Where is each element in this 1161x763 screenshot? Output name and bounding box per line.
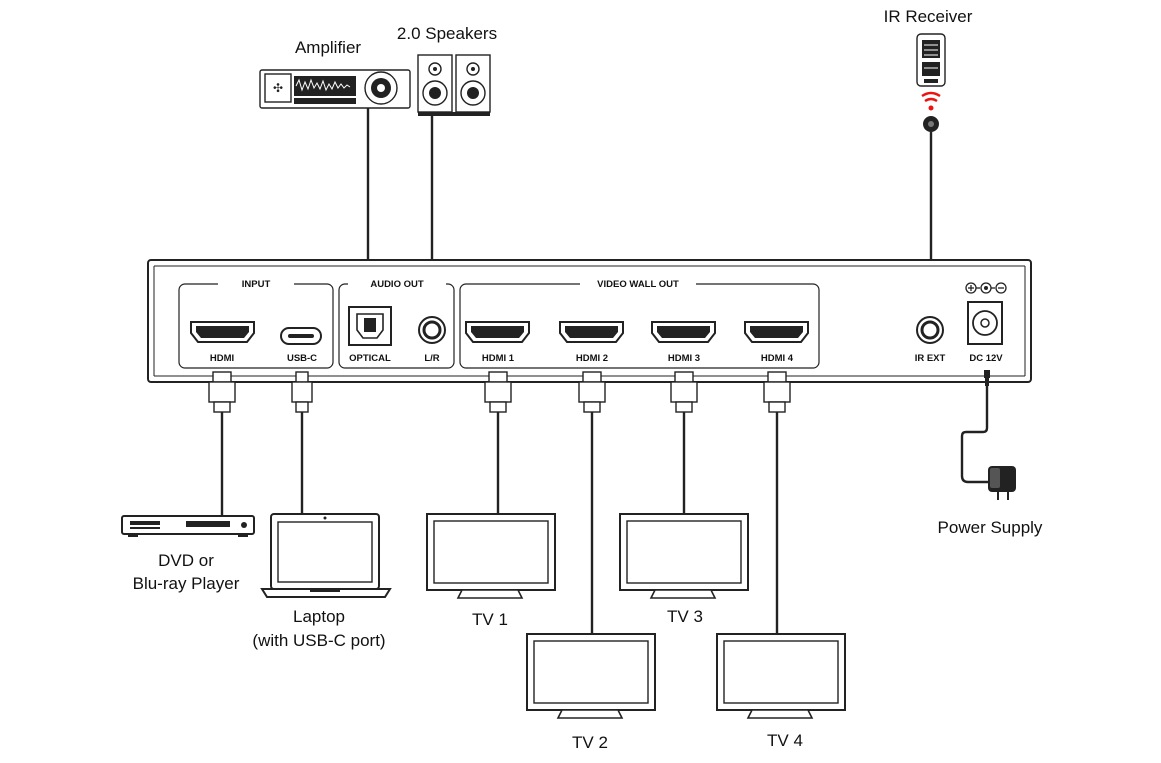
amplifier-icon: ✣ <box>259 69 411 109</box>
speakers-label: 2.0 Speakers <box>397 24 497 43</box>
dvd-label-line2: Blu-ray Player <box>133 574 240 593</box>
laptop-icon <box>260 513 392 598</box>
ir-ext-port-icon[interactable] <box>916 316 944 344</box>
audio-out-group-box <box>338 283 455 369</box>
usbc-port-icon[interactable] <box>280 327 322 345</box>
audio-out-group-label: AUDIO OUT <box>370 279 424 290</box>
hdmi3-port-icon[interactable] <box>651 321 716 343</box>
tv2-label: TV 2 <box>572 733 608 752</box>
input-group-box <box>178 283 334 369</box>
amplifier-label: Amplifier <box>295 38 361 57</box>
input-group-label: INPUT <box>242 279 271 290</box>
hdmi3-cable <box>670 371 698 514</box>
optical-port-label: OPTICAL <box>349 353 391 364</box>
usbc-input-cable <box>291 371 313 516</box>
hdmi-input-label: HDMI <box>210 353 234 364</box>
lr-port-label: L/R <box>424 353 439 364</box>
laptop-label-line2: (with USB-C port) <box>252 631 385 650</box>
tv1-label: TV 1 <box>472 610 508 629</box>
dvd-player-icon <box>121 515 255 537</box>
laptop-label-line1: Laptop <box>293 607 345 626</box>
dc-label: DC 12V <box>969 353 1003 364</box>
hdmi2-cable <box>578 371 606 634</box>
dvd-label-line1: DVD or <box>158 551 214 570</box>
ir-remote-icon <box>916 33 946 132</box>
power-adapter-icon <box>988 466 1016 500</box>
svg-text:✣: ✣ <box>273 81 283 95</box>
hdmi-input-cable <box>208 371 236 516</box>
hdmi2-label: HDMI 2 <box>576 353 608 364</box>
dc-power-port-icon[interactable] <box>967 301 1003 345</box>
video-wall-group-box <box>459 283 820 369</box>
power-cable <box>960 370 990 484</box>
lr-audio-port-icon[interactable] <box>418 316 446 344</box>
hdmi4-port-icon[interactable] <box>744 321 809 343</box>
hdmi3-label: HDMI 3 <box>668 353 700 364</box>
optical-port-icon[interactable] <box>348 306 392 346</box>
hdmi4-cable <box>763 371 791 634</box>
tv4-icon <box>716 633 846 719</box>
usbc-input-label: USB-C <box>287 353 317 364</box>
dc-polarity-icon <box>965 282 1007 294</box>
speakers-icon <box>417 54 491 116</box>
hdmi-input-port-icon[interactable] <box>190 321 255 343</box>
power-supply-label: Power Supply <box>938 518 1043 537</box>
hdmi4-label: HDMI 4 <box>761 353 794 364</box>
ir-receiver-label: IR Receiver <box>884 7 973 26</box>
hdmi1-cable <box>484 371 512 514</box>
tv2-icon <box>526 633 656 719</box>
video-wall-group-label: VIDEO WALL OUT <box>597 279 679 290</box>
hdmi2-port-icon[interactable] <box>559 321 624 343</box>
tv1-icon <box>426 513 556 599</box>
hdmi1-label: HDMI 1 <box>482 353 515 364</box>
ir-ext-label: IR EXT <box>915 353 946 364</box>
tv3-icon <box>619 513 749 599</box>
tv4-label: TV 4 <box>767 731 803 750</box>
hdmi1-port-icon[interactable] <box>465 321 530 343</box>
tv3-label: TV 3 <box>667 607 703 626</box>
